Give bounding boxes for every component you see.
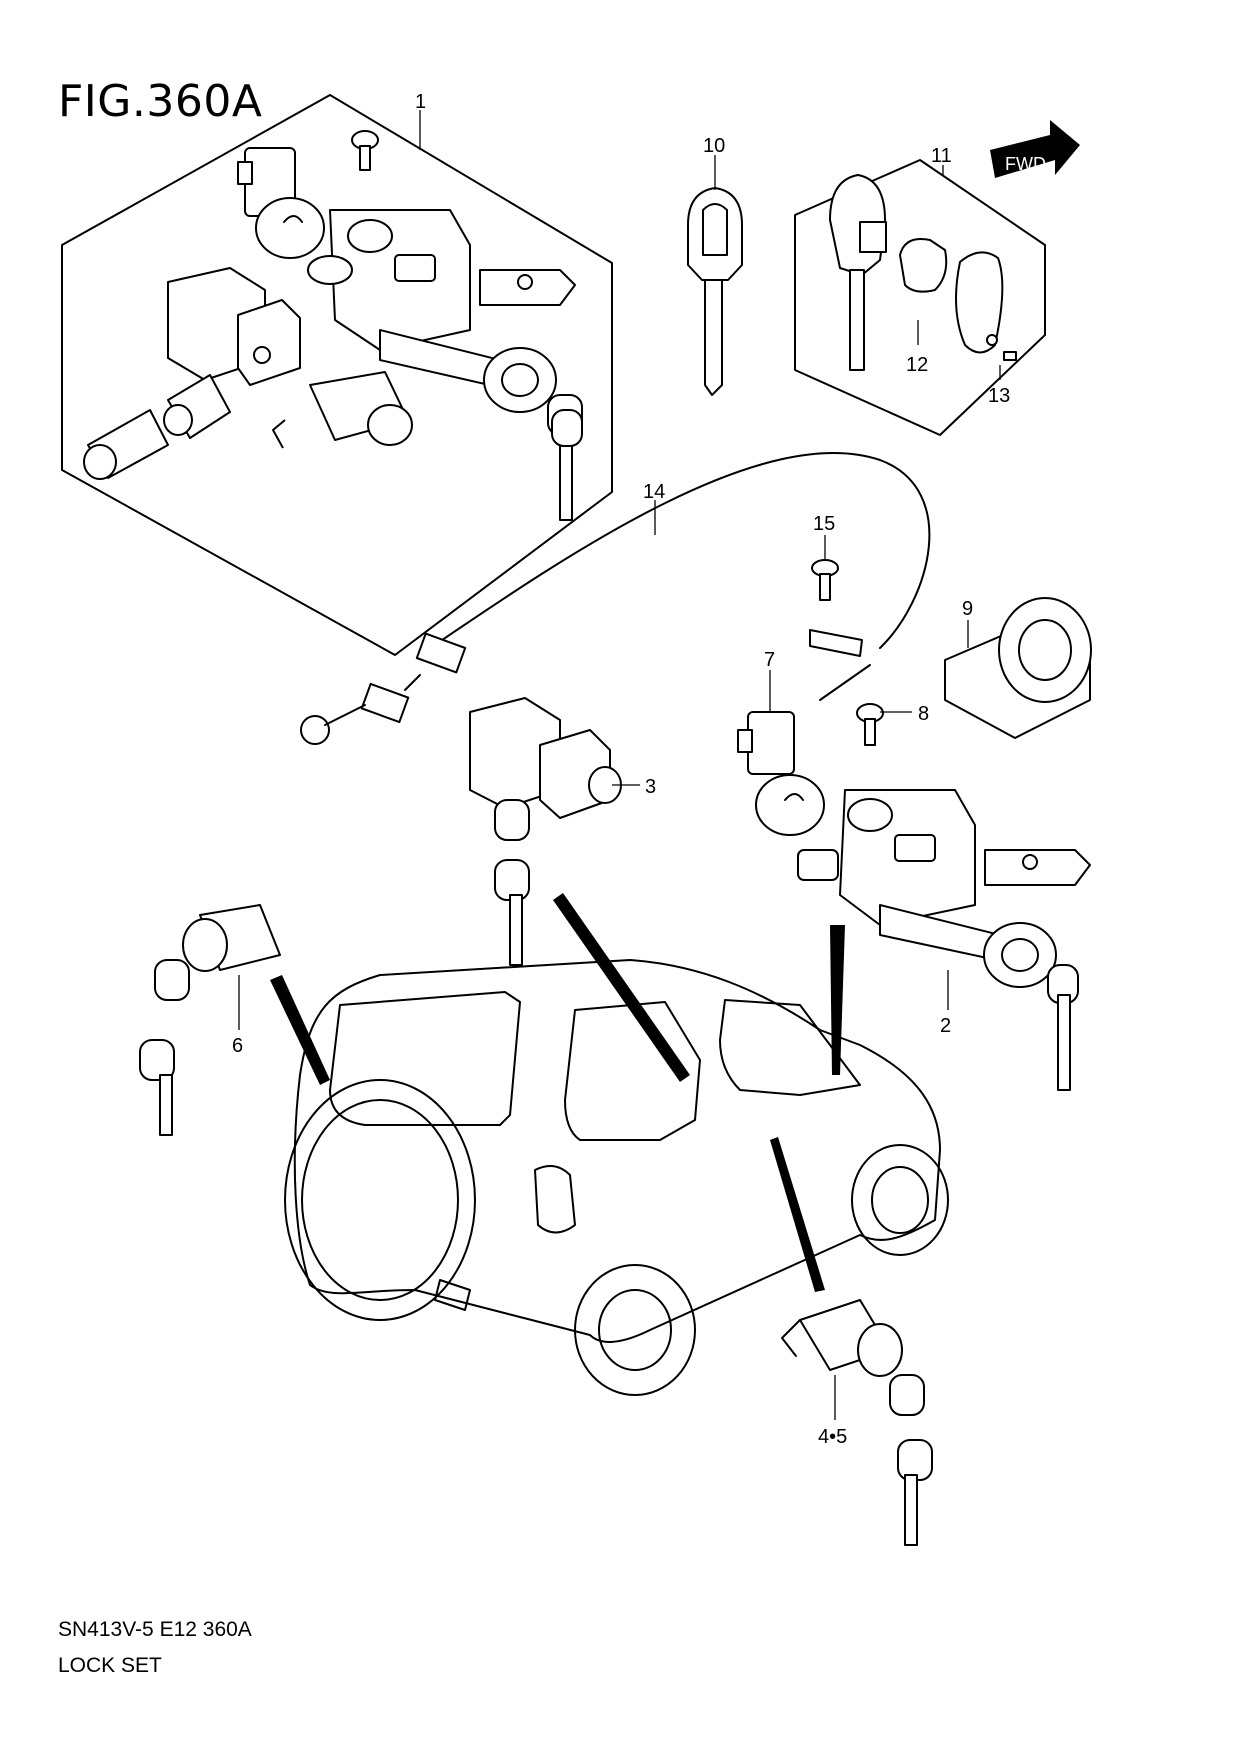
part-1-lock-set-box [61,94,613,656]
callout-8: 8 [918,703,929,725]
callout-labels: 1 2 3 4•5 6 7 8 9 10 11 12 13 14 15 [232,91,1010,1448]
figure-code: SN413V-5 E12 360A [58,1618,252,1641]
part-2-steering-lock [797,789,1091,1091]
callout-4-5: 4•5 [818,1426,847,1448]
key-pair-in-set [547,394,583,521]
part-9-key-ring-illuminator [944,597,1092,739]
callout-leaders [238,110,1001,1420]
part-3-glove-box-lock [469,697,622,966]
part-10-transponder-key [687,187,743,396]
part-8-screw [856,703,884,746]
figure-name: LOCK SET [58,1654,162,1677]
callout-13: 13 [988,385,1010,407]
screw-icon [351,130,379,171]
callout-1: 1 [415,91,426,113]
callout-15: 15 [813,513,835,535]
door-cylinder-in-set [272,371,413,449]
callout-6: 6 [232,1035,243,1057]
part-6-back-door-cylinder [139,904,281,1136]
fwd-arrow-icon: FWD [990,120,1080,178]
callout-7: 7 [764,649,775,671]
part-11-key-set-box [794,159,1046,436]
figure-title: FIG.360A [58,76,263,127]
callout-11: 11 [931,145,952,167]
cable-bracket [809,629,871,701]
leader-arrows [270,893,845,1292]
part-4-5-door-cylinder [781,1299,933,1546]
part-7-ignition-switch [737,711,825,836]
steering-lock-body [329,209,576,413]
part-14-release-cable [300,451,931,745]
part-15-screw [811,559,839,601]
vehicle-outline [284,959,949,1396]
cylinder-pieces [83,374,231,480]
ignition-switch-connector [237,147,325,259]
callout-3: 3 [645,776,656,798]
callout-12: 12 [906,354,928,376]
fwd-label: FWD [1005,154,1046,174]
callout-9: 9 [962,598,973,620]
switch-assembly-left [167,255,353,386]
callout-2: 2 [940,1015,951,1037]
callout-14: 14 [643,481,665,503]
callout-10: 10 [703,135,725,157]
